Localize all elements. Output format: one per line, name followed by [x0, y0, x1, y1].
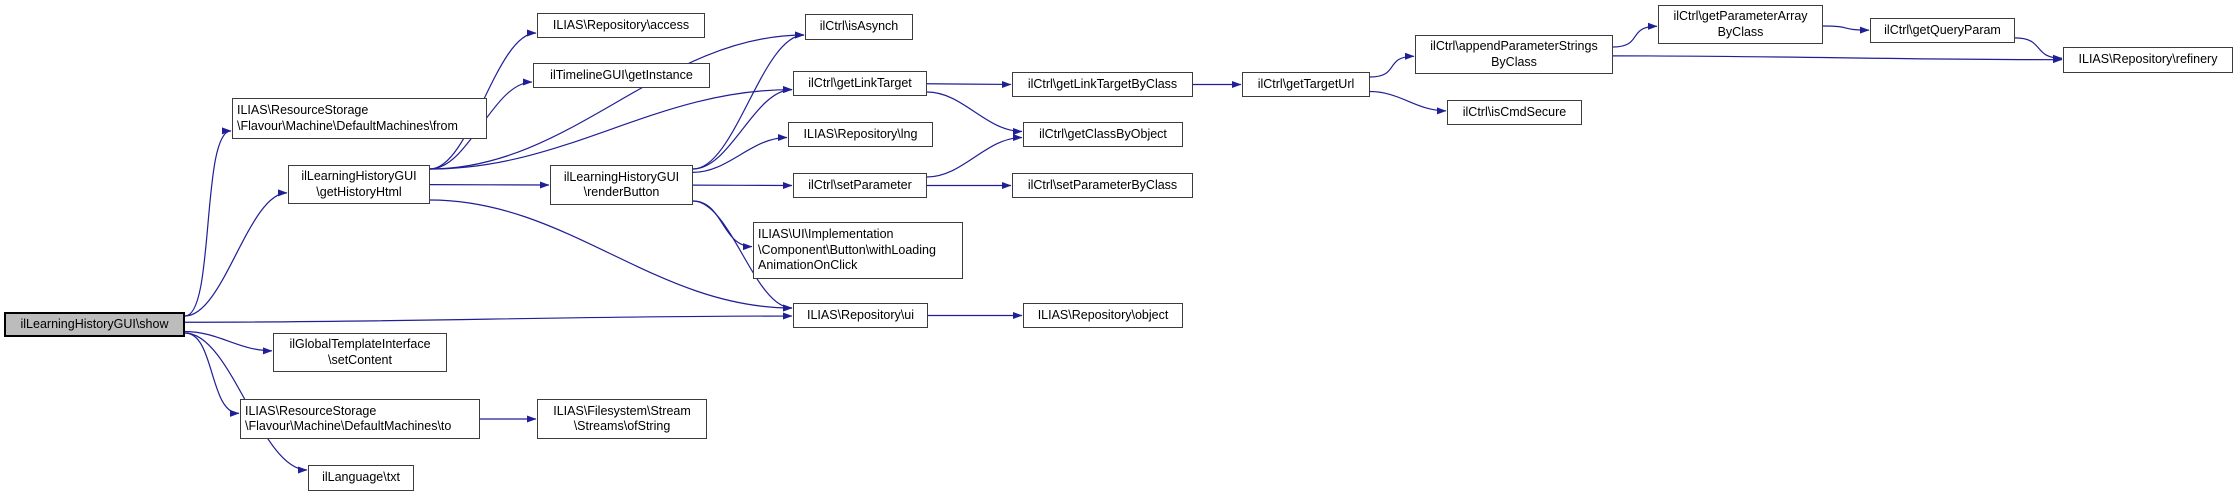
node-label-line: ilCtrl\getParameterArray — [1673, 9, 1808, 23]
node-label-line: \Flavour\Machine\DefaultMachines\from — [237, 118, 458, 133]
edge-show-to-to — [184, 332, 240, 417]
node-label-line: ILIAS\Filesystem\Stream — [553, 403, 691, 418]
node-refinery[interactable]: ILIAS\Repository\refinery — [2063, 47, 2233, 73]
node-label-line: ILIAS\Repository\object — [1037, 307, 1169, 322]
node-label-line: ILIAS\ResourceStorage — [237, 103, 369, 117]
node-access[interactable]: ILIAS\Repository\access — [537, 13, 705, 38]
node-setParameter[interactable]: ilCtrl\setParameter — [793, 173, 927, 198]
edge-show-to-setContent — [184, 330, 273, 355]
node-label-line: ILIAS\Repository\ui — [807, 307, 914, 322]
node-label-line: ByClass — [1491, 54, 1537, 69]
node-isCmdSecure[interactable]: ilCtrl\isCmdSecure — [1447, 100, 1582, 125]
edge-renderButton-to-getLinkTarget — [692, 86, 793, 170]
edge-renderButton-to-isAsynch — [692, 31, 805, 170]
node-label-line: ilCtrl\getTargetUrl — [1257, 76, 1355, 91]
edge-renderButton-to-withLoadingAnimationOnClick — [692, 200, 753, 251]
node-label-line: \renderButton — [583, 185, 660, 199]
edge-getTargetUrl-to-isCmdSecure — [1369, 90, 1447, 115]
node-getQueryParam[interactable]: ilCtrl\getQueryParam — [1870, 18, 2015, 43]
edge-getHistoryHtml-to-getLinkTarget — [429, 86, 793, 170]
edge-appendParameterStringsByClass-to-getParameterArrayByClass — [1612, 22, 1658, 48]
node-from[interactable]: ILIAS\ResourceStorage\Flavour\Machine\De… — [232, 98, 487, 139]
node-label-line: ilCtrl\getLinkTargetByClass — [1027, 76, 1178, 91]
edge-appendParameterStringsByClass-to-refinery — [1612, 55, 2063, 64]
node-label-line: ilCtrl\appendParameterStrings — [1430, 39, 1598, 53]
node-ui[interactable]: ILIAS\Repository\ui — [793, 303, 928, 328]
node-label-line: \getHistoryHtml — [316, 184, 402, 199]
node-label-line: ilLanguage\txt — [322, 470, 400, 485]
edge-getLinkTarget-to-getLinkTargetByClass — [926, 80, 1012, 88]
node-label-line: ilCtrl\getQueryParam — [1884, 22, 2001, 37]
node-txt[interactable]: ilLanguage\txt — [308, 465, 414, 491]
node-label-line: ILIAS\Repository\lng — [803, 126, 918, 141]
node-label-line: ilGlobalTemplateInterface — [289, 337, 431, 351]
node-setContent[interactable]: ilGlobalTemplateInterface\setContent — [273, 333, 447, 372]
node-label-line: AnimationOnClick — [758, 258, 858, 273]
node-label-line: ilLearningHistoryGUI — [301, 169, 417, 183]
edge-getHistoryHtml-to-ui — [429, 199, 793, 312]
node-label-line: ilCtrl\setParameter — [808, 177, 912, 192]
node-isAsynch[interactable]: ilCtrl\isAsynch — [805, 14, 913, 40]
node-getTargetUrl[interactable]: ilCtrl\getTargetUrl — [1242, 72, 1370, 97]
edge-show-to-ui — [184, 312, 793, 323]
edge-getLinkTarget-to-getClassByObject — [926, 91, 1023, 135]
node-label-line: ilLearningHistoryGUI\show — [20, 316, 169, 331]
node-label-line: ILIAS\Repository\refinery — [2078, 52, 2218, 67]
edge-renderButton-to-ui — [692, 200, 793, 312]
edge-getQueryParam-to-refinery — [2014, 37, 2063, 62]
edge-getTargetUrl-to-appendParameterStringsByClass — [1369, 52, 1415, 78]
node-withLoadingAnimationOnClick[interactable]: ILIAS\UI\Implementation\Component\Button… — [753, 222, 963, 279]
node-label-line: \Streams\ofString — [573, 419, 671, 433]
node-getInstance[interactable]: ilTimelineGUI\getInstance — [533, 63, 710, 88]
node-label-line: ilCtrl\setParameterByClass — [1027, 177, 1178, 192]
node-object[interactable]: ILIAS\Repository\object — [1023, 303, 1183, 328]
node-label-line: ilCtrl\isAsynch — [819, 19, 899, 34]
node-getLinkTarget[interactable]: ilCtrl\getLinkTarget — [793, 71, 927, 96]
node-ofString[interactable]: ILIAS\Filesystem\Stream\Streams\ofString — [537, 399, 707, 439]
edge-show-to-getHistoryHtml — [184, 189, 288, 317]
node-label-line: ILIAS\ResourceStorage — [245, 403, 377, 418]
node-label-line: ILIAS\UI\Implementation — [758, 227, 894, 242]
node-getLinkTargetByClass[interactable]: ilCtrl\getLinkTargetByClass — [1012, 72, 1193, 97]
node-label-line: ILIAS\Repository\access — [552, 17, 690, 32]
node-label-line: ilCtrl\getClassByObject — [1039, 126, 1167, 141]
node-label-line: ilLearningHistoryGUI — [563, 169, 680, 184]
node-label-line: \Component\Button\withLoading — [758, 242, 936, 257]
node-label-line: \setContent — [328, 352, 392, 367]
node-lng[interactable]: ILIAS\Repository\lng — [788, 122, 933, 147]
edge-show-to-from — [184, 127, 232, 317]
node-show[interactable]: ilLearningHistoryGUI\show — [4, 312, 185, 337]
node-label-line: ByClass — [1717, 24, 1764, 39]
node-label-line: ilCtrl\isCmdSecure — [1462, 104, 1567, 119]
node-label-line: \Flavour\Machine\DefaultMachines\to — [245, 419, 452, 433]
node-label-line: ilTimelineGUI\getInstance — [550, 67, 693, 82]
node-getClassByObject[interactable]: ilCtrl\getClassByObject — [1023, 122, 1183, 147]
edge-renderButton-to-lng — [692, 134, 788, 173]
node-renderButton[interactable]: ilLearningHistoryGUI\renderButton — [550, 165, 693, 205]
node-setParameterByClass[interactable]: ilCtrl\setParameterByClass — [1012, 173, 1193, 198]
node-getHistoryHtml[interactable]: ilLearningHistoryGUI\getHistoryHtml — [288, 165, 430, 204]
edge-setParameter-to-getClassByObject — [926, 134, 1023, 178]
edge-getHistoryHtml-to-isAsynch — [429, 31, 805, 170]
edge-getParameterArrayByClass-to-getQueryParam — [1822, 25, 1870, 34]
node-to[interactable]: ILIAS\ResourceStorage\Flavour\Machine\De… — [240, 399, 480, 439]
node-label-line: ilCtrl\getLinkTarget — [808, 75, 912, 90]
